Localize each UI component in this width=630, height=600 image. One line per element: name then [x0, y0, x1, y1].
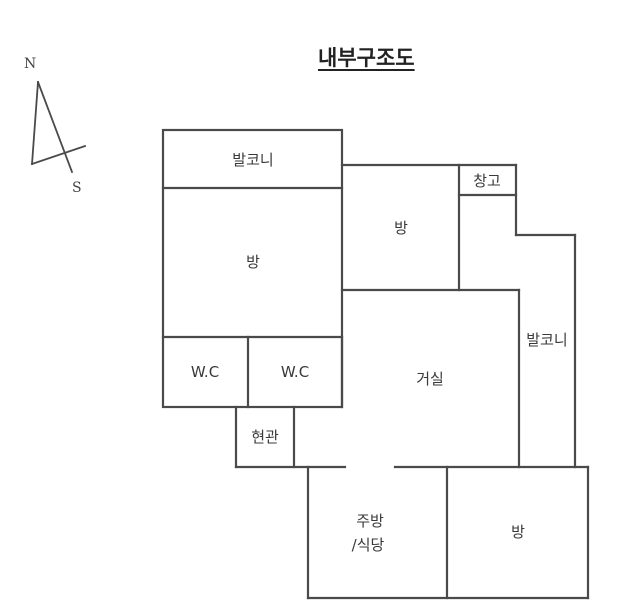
compass-south-label: S: [72, 180, 82, 196]
room-label-room-middle: 방: [394, 219, 408, 237]
room-label-kitchen-line2: /식당: [351, 536, 385, 554]
room-label-kitchen-line1: 주방: [356, 512, 384, 530]
room-label-balcony-top: 발코니: [232, 151, 274, 169]
room-label-entrance: 현관: [251, 428, 279, 446]
room-label-wc-1: W.C: [190, 363, 220, 381]
page-title: 내부구조도: [318, 46, 415, 70]
room-label-storage: 창고: [473, 172, 501, 190]
left-block-wall: [161, 128, 344, 409]
compass-icon: [30, 80, 87, 174]
compass-north-label: N: [24, 56, 37, 72]
room-label-balcony-right: 발코니: [526, 331, 568, 349]
room-label-room-left: 방: [246, 253, 260, 271]
room-label-living-room: 거실: [416, 370, 444, 388]
room-label-room-bottom: 방: [511, 523, 525, 541]
room-label-wc-2: W.C: [280, 363, 310, 381]
